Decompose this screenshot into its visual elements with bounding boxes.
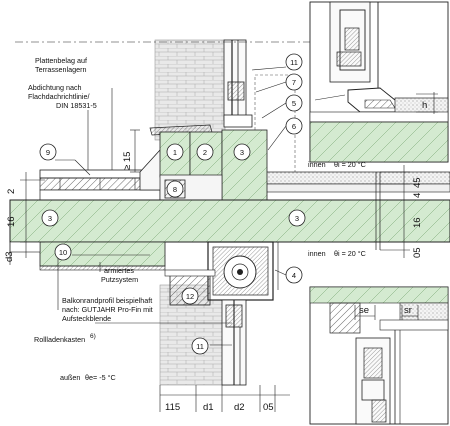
label-rollladen-note: 6) [90,333,96,340]
inset-dim-h: h [422,100,427,111]
label-rollladen: Rollladenkasten [34,335,85,344]
inset-top-right: h [309,1,449,163]
label-armiertes-1: armiertes [104,266,134,275]
callout-7: 7 [285,73,303,91]
svg-text:4: 4 [292,271,296,280]
dim-4: 4 [412,193,423,198]
label-innen-top: innen [308,160,326,169]
label-abdichtung-3: DIN 18531-5 [56,101,97,110]
callout-10: 10 [54,243,72,261]
dim-d2: d2 [234,402,245,413]
svg-text:11: 11 [196,342,204,351]
label-theta-e: θe= -5 °C [85,373,116,382]
dim-05-bottom: 05 [263,402,274,413]
label-aussen: außen [60,373,80,382]
svg-text:10: 10 [59,248,67,257]
callout-8: 8 [166,180,184,198]
callout-11-top: 11 [285,53,303,71]
upper-window-frame [223,39,247,121]
dim-d3: d3 [4,251,15,262]
dim-05-right: 05 [412,247,423,258]
callout-12: 12 [181,287,199,305]
label-innen-bottom: innen [308,249,326,258]
callout-1: 1 [166,143,184,161]
label-armiertes-2: Putzsystem [101,275,138,284]
label-plattenbelag-2: Terrassenlagern [35,65,87,74]
label-balkon-1: Balkonrandprofil beispielhaft [62,296,152,305]
svg-text:8: 8 [173,185,177,194]
dim-115: 115 [165,402,180,413]
upper-brick-wall [154,39,226,141]
svg-text:3: 3 [240,148,244,157]
callout-5: 5 [285,94,303,112]
svg-text:3: 3 [295,214,299,223]
label-balkon-3: Aufsteckblende [62,314,111,323]
dim-d1: d1 [203,402,214,413]
callout-2: 2 [196,143,214,161]
dim-2: 2 [6,189,17,194]
inset-bottom-right: se sr [309,286,449,425]
dim-45: 45 [412,177,423,188]
concrete-slab [9,199,450,243]
svg-text:1: 1 [173,148,177,157]
label-theta-i-bottom: θi = 20 °C [334,249,366,258]
callout-6: 6 [285,117,303,135]
callout-3-slab-right: 3 [288,209,306,227]
label-plattenbelag-1: Plattenbelag auf [35,56,87,65]
inset-dim-sr: sr [404,305,412,316]
svg-text:6: 6 [292,122,296,131]
paving-plates [39,169,151,179]
svg-text:7: 7 [292,78,296,87]
label-balkon-2: nach: GUTJAHR Pro-Fin mit [62,305,153,314]
svg-text:12: 12 [186,292,194,301]
callout-9: 9 [39,143,57,161]
label-theta-i-top: θi = 20 °C [334,160,366,169]
svg-text:9: 9 [46,148,50,157]
svg-text:11: 11 [290,58,298,67]
svg-text:3: 3 [48,214,52,223]
label-abdichtung-2: Flachdachrichtlinie/ [28,92,90,101]
dim-16-right: 16 [412,217,423,228]
callout-11-bottom: 11 [191,337,209,355]
svg-text:2: 2 [203,148,207,157]
callout-4: 4 [285,266,303,284]
inset-dim-se: se [359,305,369,316]
insulation-block-3-top [221,129,268,206]
callout-3-slab-left: 3 [41,209,59,227]
dim-ge15: ≥ 15 [122,152,133,170]
label-abdichtung-1: Abdichtung nach [28,83,82,92]
callout-3-top: 3 [233,143,251,161]
reinforced-plaster [39,265,166,271]
dim-16-left: 16 [6,216,17,227]
svg-text:5: 5 [292,99,296,108]
